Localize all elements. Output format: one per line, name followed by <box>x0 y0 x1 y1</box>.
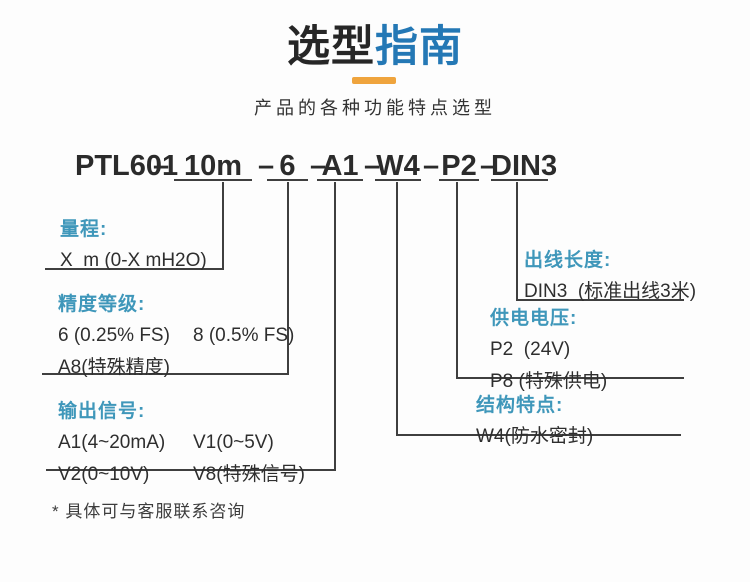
block-underline-structure <box>396 434 681 436</box>
connector-line-supply <box>456 182 458 379</box>
spec-value: X m (0-X mH2O) <box>60 250 207 271</box>
spec-block-output-signal: 输出信号: A1(4~20mA) V1(0~5V) V2(0~10V) V8(特… <box>58 396 305 493</box>
model-segment-output: A1 <box>317 150 363 182</box>
spec-value: V1(0~5V) <box>193 432 274 453</box>
spec-value: P8 (特殊供电) <box>490 370 608 392</box>
spec-block-range: 量程: X m (0-X mH2O) <box>60 214 207 280</box>
spec-label-cable-length: 出线长度: <box>524 250 612 271</box>
spec-block-cable-length: 出线长度: DIN3 (标准出线3米) <box>524 245 696 311</box>
spec-block-supply-voltage: 供电电压: P2 (24V) P8 (特殊供电) <box>490 303 607 400</box>
model-segment-structure: W4 <box>375 150 421 182</box>
connector-line-output <box>334 182 336 471</box>
spec-value: V8(特殊信号) <box>193 463 305 485</box>
model-dash-4: – <box>423 150 440 182</box>
spec-label-structure: 结构特点: <box>476 395 564 416</box>
spec-value: 8 (0.5% FS) <box>193 325 295 346</box>
spec-label-accuracy: 精度等级: <box>58 294 146 315</box>
block-underline-supply <box>456 377 684 379</box>
spec-value: P2 (24V) <box>490 339 571 360</box>
model-segment-supply: P2 <box>439 150 479 182</box>
page-title-accent: 指南 <box>375 23 463 71</box>
connector-line-cable <box>516 182 518 301</box>
spec-label-output-signal: 输出信号: <box>58 401 146 422</box>
connector-line-range <box>222 182 224 270</box>
model-dash-2: – <box>310 150 327 182</box>
spec-value: A1(4~20mA) <box>58 432 166 453</box>
block-underline-output <box>46 469 336 471</box>
model-segment-cable: DIN3 <box>491 150 558 182</box>
model-dash-5: – <box>480 150 497 182</box>
model-segment-range: 10m <box>174 150 252 182</box>
model-dash-3: – <box>364 150 381 182</box>
footnote: * 具体可与客服联系咨询 <box>52 502 246 521</box>
spec-block-structure: 结构特点: W4(防水密封) <box>476 390 593 456</box>
block-underline-range <box>45 268 224 270</box>
spec-value: 6 (0.25% FS) <box>58 325 170 346</box>
spec-value: A8(特殊精度) <box>58 356 170 378</box>
spec-block-accuracy: 精度等级: 6 (0.25% FS) 8 (0.5% FS) A8(特殊精度) <box>58 289 294 386</box>
title-accent-underline <box>352 77 396 84</box>
spec-value: DIN3 (标准出线3米) <box>524 281 697 302</box>
model-prefix: PTL601 <box>75 150 179 182</box>
page-title-primary: 选型 <box>287 23 375 71</box>
model-dash-0: – <box>153 150 170 182</box>
page-subtitle: 产品的各种功能特点选型 <box>254 98 496 118</box>
spec-label-supply-voltage: 供电电压: <box>490 308 578 329</box>
spec-value: W4(防水密封) <box>476 426 594 447</box>
model-dash-1: – <box>258 150 275 182</box>
block-underline-cable <box>516 299 684 301</box>
model-segment-accuracy: 6 <box>267 150 308 182</box>
spec-value: V2(0~10V) <box>58 463 150 485</box>
connector-line-structure <box>396 182 398 436</box>
spec-label-range: 量程: <box>60 219 108 240</box>
page-title: 选型指南 <box>0 23 750 71</box>
connector-line-accuracy <box>287 182 289 375</box>
block-underline-accuracy <box>42 373 289 375</box>
